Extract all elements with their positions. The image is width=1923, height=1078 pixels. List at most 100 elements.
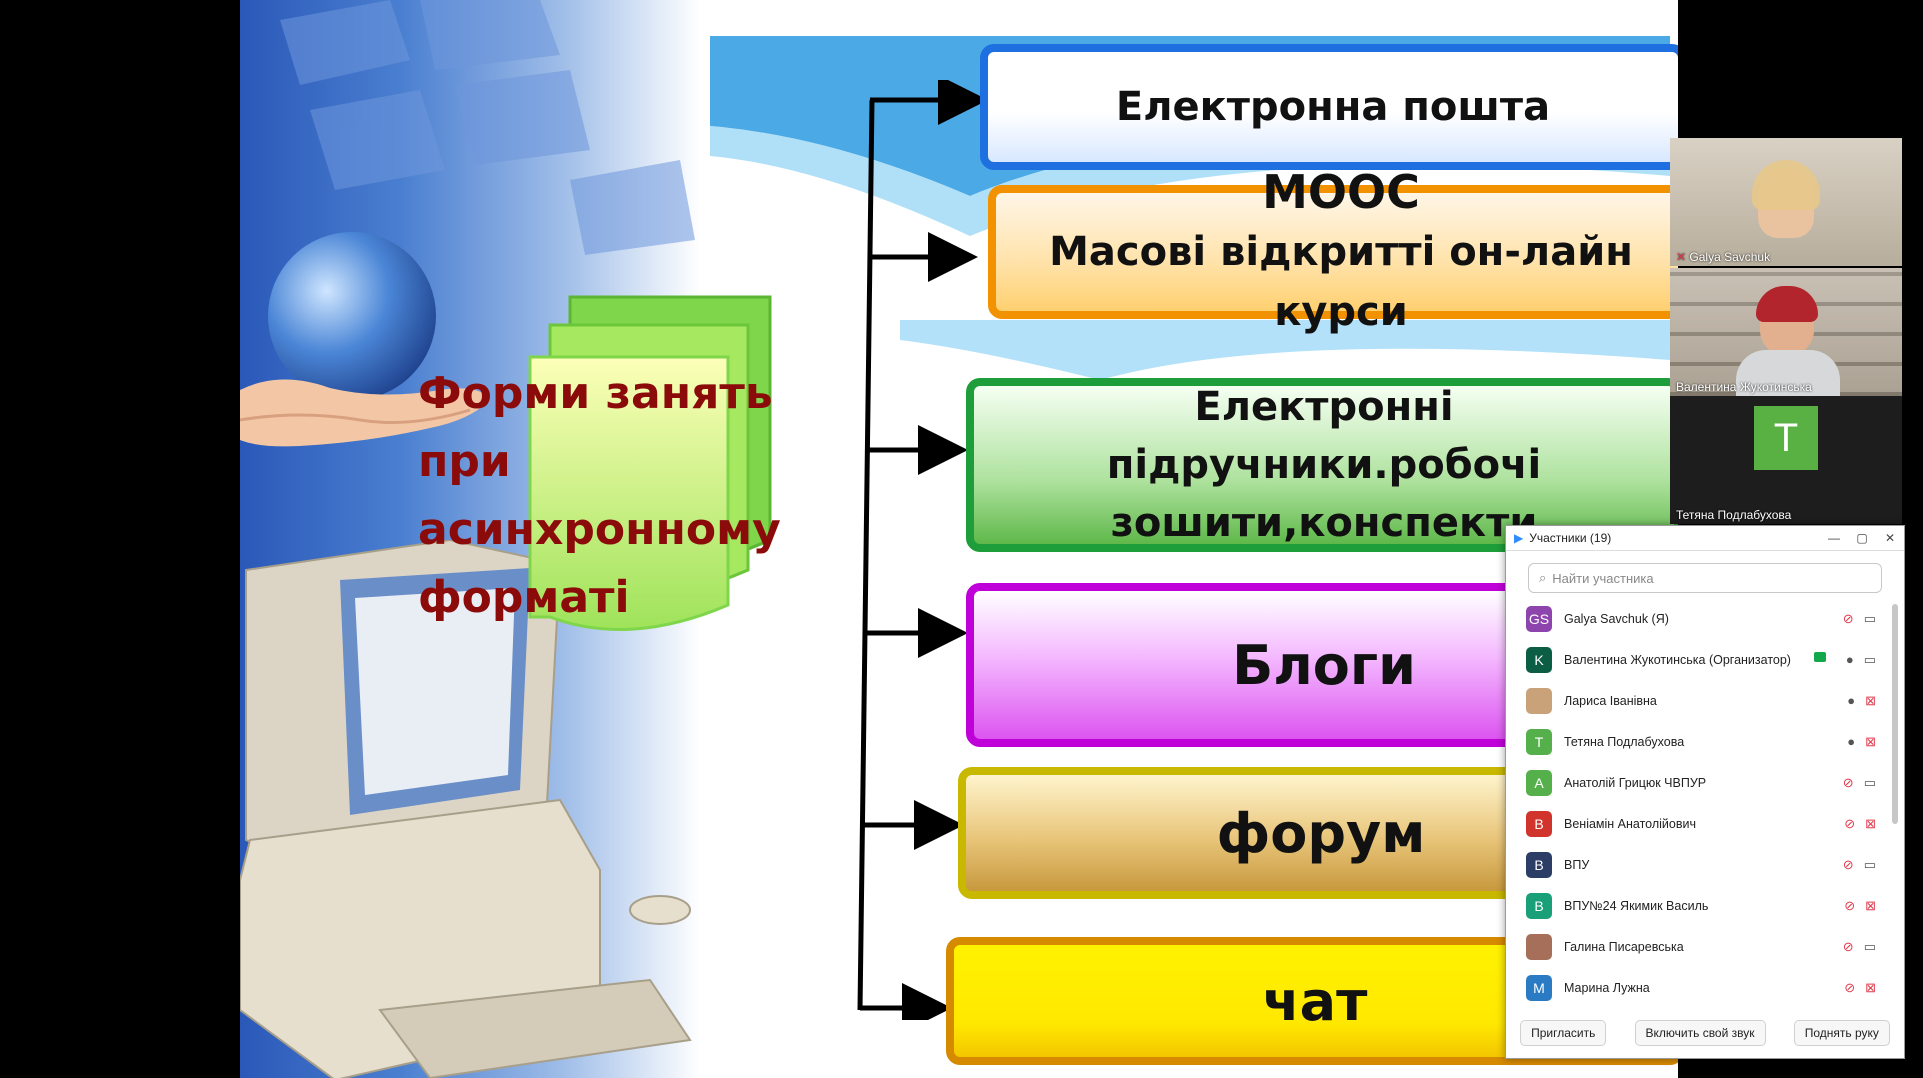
participant-status-icons: ⊘⊠ xyxy=(1844,898,1876,914)
video-tile-name: Тетяна Подлабухова xyxy=(1676,508,1792,522)
video-tile-valentyna[interactable]: Валентина Жукотинська xyxy=(1670,268,1902,396)
participant-avatar: K xyxy=(1526,646,1552,673)
connector-arrows xyxy=(857,80,988,1020)
mic-muted-icon[interactable]: ⊘ xyxy=(1844,815,1856,831)
mic-muted-icon: ✕ xyxy=(1676,250,1690,264)
participant-name: ВПУ xyxy=(1564,857,1590,872)
participant-row[interactable]: Лариса Іванівна●⊠ xyxy=(1506,680,1886,721)
participant-avatar: B xyxy=(1526,810,1552,837)
mooc-subtitle: Масові відкритті он-лайн курси xyxy=(1049,229,1633,335)
blogs-label: Блоги xyxy=(1232,633,1416,697)
participant-status-icons: ●⊠ xyxy=(1847,693,1876,709)
participants-title: Участники (19) xyxy=(1529,531,1612,545)
mic-muted-icon[interactable]: ⊘ xyxy=(1842,856,1854,872)
close-icon[interactable]: ✕ xyxy=(1884,531,1896,545)
unmute-button[interactable]: Включить свой звук xyxy=(1634,1020,1766,1046)
camera-icon[interactable]: ▭ xyxy=(1863,610,1876,626)
minimize-icon[interactable]: — xyxy=(1828,531,1840,545)
mooc-label: MOOC xyxy=(1262,165,1420,219)
microphone-icon[interactable]: ● xyxy=(1845,651,1854,667)
invite-button[interactable]: Пригласить xyxy=(1520,1020,1607,1046)
screen-share-icon xyxy=(1813,651,1826,662)
forum-label: форум xyxy=(1216,801,1426,865)
video-tile-galya[interactable]: ✕ Galya Savchuk xyxy=(1670,138,1902,266)
participant-avatar: B xyxy=(1526,892,1552,919)
email-box: Електронна пошта xyxy=(980,44,1678,170)
participant-name: Galya Savchuk (Я) xyxy=(1564,611,1669,626)
participant-body xyxy=(1736,350,1840,396)
participant-name: Марина Лужна xyxy=(1564,980,1650,995)
video-tile-tetyana[interactable]: T Тетяна Подлабухова xyxy=(1670,396,1902,524)
textbooks-box: Електронні підручники.робочі зошити,конс… xyxy=(966,378,1678,552)
participant-name: Тетяна Подлабухова xyxy=(1564,734,1685,749)
camera-off-icon[interactable]: ⊠ xyxy=(1865,733,1876,749)
title-line: при xyxy=(418,436,511,487)
mic-muted-icon[interactable]: ⊘ xyxy=(1844,897,1856,913)
camera-icon[interactable]: ▭ xyxy=(1863,938,1876,954)
video-tile-name: Валентина Жукотинська xyxy=(1676,380,1812,394)
title-line: Форми занять xyxy=(418,368,773,419)
search-placeholder: Найти участника xyxy=(1552,570,1654,586)
participant-avatar: M xyxy=(1526,974,1552,1001)
video-tile-name: ✕ Galya Savchuk xyxy=(1676,250,1771,264)
participant-hair xyxy=(1752,160,1820,210)
participant-name: Галина Писаревська xyxy=(1564,939,1684,954)
participant-status-icons: ⊘▭ xyxy=(1843,857,1876,873)
camera-icon[interactable]: ▭ xyxy=(1863,856,1876,872)
slide-title: Форми занять при асинхронному форматі xyxy=(418,360,781,632)
mic-muted-icon[interactable]: ⊘ xyxy=(1842,610,1854,626)
participant-name: Анатолій Грицюк ЧВПУР xyxy=(1564,775,1707,790)
participant-avatar xyxy=(1526,687,1552,714)
camera-off-icon[interactable]: ⊠ xyxy=(1865,979,1876,995)
participant-avatar: A xyxy=(1526,769,1552,796)
globe-image xyxy=(268,232,436,400)
wave-decoration xyxy=(900,320,1670,380)
participant-row[interactable]: B Веніамін Анатолійович ⊘ ⊠ xyxy=(1506,803,1886,844)
mic-muted-icon[interactable]: ⊘ xyxy=(1842,938,1854,954)
search-icon: ⌕ xyxy=(1539,570,1547,585)
mic-muted-icon[interactable]: ⊘ xyxy=(1842,774,1854,790)
raise-hand-button[interactable]: Поднять руку xyxy=(1793,1020,1890,1046)
participant-name: Веніамін Анатолійович xyxy=(1564,816,1696,831)
camera-off-icon[interactable]: ⊠ xyxy=(1865,815,1876,831)
participant-status-icons: ●▭ xyxy=(1813,651,1876,668)
participants-panel: ▶ Участники (19) — ▢ ✕ ⌕ Найти участника… xyxy=(1505,525,1905,1059)
participants-titlebar: ▶ Участники (19) — ▢ ✕ xyxy=(1506,526,1904,551)
chat-label: чат xyxy=(1262,969,1368,1033)
camera-icon[interactable]: ▭ xyxy=(1863,651,1876,667)
mic-muted-icon[interactable]: ⊘ xyxy=(1844,979,1856,995)
participant-row[interactable]: Галина Писаревська⊘▭ xyxy=(1506,926,1886,967)
participant-name: ВПУ№24 Якимик Василь xyxy=(1564,898,1709,913)
scroll-decoration xyxy=(528,295,772,631)
participant-status-icons: ●⊠ xyxy=(1847,734,1876,750)
presentation-slide: Форми занять при асинхронному форматі Ел… xyxy=(240,0,1678,1078)
maximize-icon[interactable]: ▢ xyxy=(1856,531,1868,545)
microphone-icon[interactable]: ● xyxy=(1847,733,1856,749)
participant-status-icons: ⊘▭ xyxy=(1843,775,1876,791)
participant-status-icons: ⊘▭ xyxy=(1843,939,1876,955)
participant-hair xyxy=(1756,286,1818,322)
microphone-icon[interactable]: ● xyxy=(1847,692,1856,708)
participant-name: Лариса Іванівна xyxy=(1564,693,1657,708)
participant-status-icons: ⊘⊠ xyxy=(1844,980,1876,996)
zoom-icon: ▶ xyxy=(1514,531,1524,545)
camera-icon[interactable]: ▭ xyxy=(1863,774,1876,790)
participant-search-input[interactable]: ⌕ Найти участника xyxy=(1528,563,1882,593)
windows-logo-decoration xyxy=(280,0,695,255)
participant-initial-avatar: T xyxy=(1754,406,1818,470)
title-line: асинхронному xyxy=(418,504,781,555)
scrollbar[interactable] xyxy=(1892,604,1898,824)
mooc-box: MOOC Масові відкритті он-лайн курси xyxy=(988,165,1678,335)
camera-off-icon[interactable]: ⊠ xyxy=(1865,897,1876,913)
computer-image xyxy=(240,540,692,1078)
camera-off-icon[interactable]: ⊠ xyxy=(1865,692,1876,708)
video-gallery: ✕ Galya Savchuk Валентина Жукотинська T … xyxy=(1670,138,1902,528)
